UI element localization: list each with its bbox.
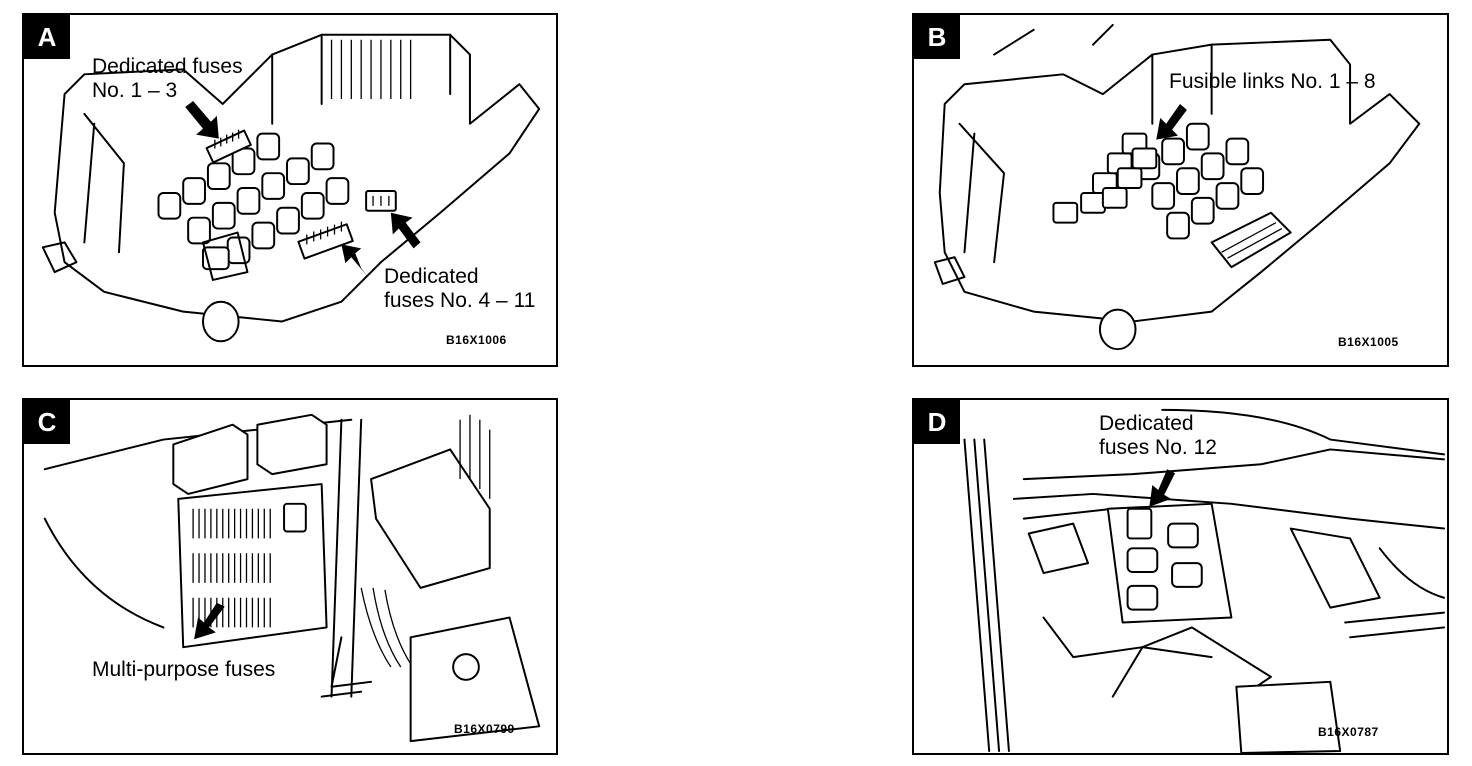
- panel-c-illustration: [43, 413, 541, 743]
- panel-a-label-fuse-range-4-11: fuses No. 4 – 11: [384, 289, 536, 312]
- panel-d-dash-fuse: D Dedicated fuses No. 12 B16X0787: [912, 398, 1449, 755]
- panel-a-fuse-grid: [157, 132, 350, 271]
- panel-b-letter: B: [914, 15, 960, 59]
- pointer-arrow-icon: [1156, 103, 1187, 140]
- pointer-arrow-icon: [185, 101, 421, 277]
- panel-a-label-fuse-range-1-3: No. 1 – 3: [92, 79, 178, 102]
- panel-b-figure-code: B16X1005: [1338, 335, 1399, 349]
- pointer-arrow-icon: [1149, 469, 1176, 507]
- panel-a-label-dedicated-fuses: Dedicated fuses: [92, 55, 243, 78]
- panel-b-fusible-links: [1052, 132, 1158, 224]
- panel-d-illustration: [963, 408, 1446, 753]
- panel-c-letter: C: [24, 400, 70, 444]
- panel-c-fuse-rows: [192, 502, 307, 628]
- panel-a-fuse-strips: [205, 129, 397, 260]
- panel-b-illustration: [933, 23, 1421, 351]
- panel-b-label-fusible-links: Fusible links No. 1 – 8: [1169, 70, 1376, 93]
- panel-a-engine-relay-box: A: [22, 13, 558, 367]
- pointer-arrow-icon: [194, 602, 225, 640]
- panel-d-label-dedicated: Dedicated: [1099, 412, 1194, 435]
- panel-c-figure-code: B16X0799: [454, 722, 515, 736]
- panel-b-fuse-grid: [1136, 122, 1265, 240]
- panel-c-label-multi-purpose-fuses: Multi-purpose fuses: [92, 658, 276, 681]
- panel-d-label-fuse-12: fuses No. 12: [1099, 436, 1217, 459]
- panel-a-label-dedicated: Dedicated: [384, 265, 479, 288]
- panel-a-letter: A: [24, 15, 70, 59]
- panel-d-letter: D: [914, 400, 960, 444]
- panel-c-junction-block: C Multi-purpose fuses B16X0799: [22, 398, 558, 755]
- panel-a-figure-code: B16X1006: [446, 333, 507, 347]
- panel-b-fusible-link-box: B: [912, 13, 1449, 367]
- panel-d-figure-code: B16X0787: [1318, 725, 1379, 739]
- panel-a-illustration: [41, 33, 541, 343]
